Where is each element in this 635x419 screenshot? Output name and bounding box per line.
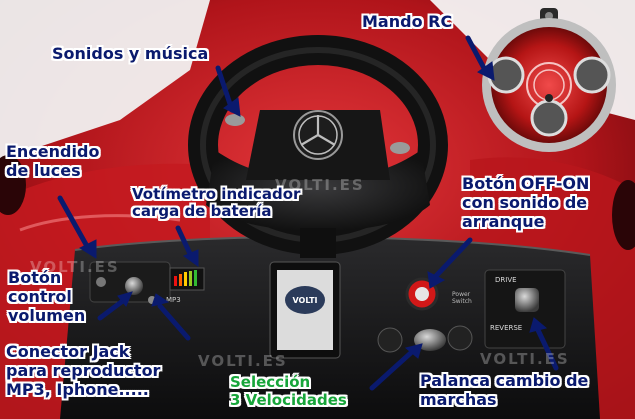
mp3-label: MP3 [166, 296, 181, 304]
label-encendido: Encendido de luces [6, 142, 100, 180]
arrowhead-mando [477, 61, 495, 81]
arrow-encendido [57, 195, 91, 251]
label-sonidos: Sonidos y música [52, 44, 209, 63]
label-boton-volumen: Botón control volumen [8, 268, 86, 325]
label-boton-off-on: Botón OFF-ON con sonido de arranque [462, 174, 590, 231]
mirror-left [0, 155, 26, 215]
remote-control [482, 8, 616, 152]
arrow-sonidos [215, 65, 235, 113]
mirror-right [612, 180, 635, 250]
arrow-volumen [97, 297, 127, 321]
label-voltimetro: Votímetro indicador carga de batería [132, 185, 301, 220]
volume-knob [125, 277, 143, 295]
volti-logo-shape [285, 286, 325, 314]
arrowhead-voltimetro [182, 249, 199, 267]
body-highlight [19, 214, 181, 232]
steering-wheel [188, 35, 448, 258]
watermark: VOLTI.ES [275, 176, 365, 194]
label-palanca: Palanca cambio de marchas [420, 371, 589, 409]
drive-label: DRIVE [495, 276, 517, 284]
arrowhead-palanca [529, 317, 548, 333]
label-seleccion: Selección 3 Velocidades [230, 373, 347, 409]
power-button-center [415, 287, 429, 301]
background-wall-left [0, 0, 210, 160]
annotation-arrows [57, 35, 559, 391]
speed-selector-left [377, 327, 403, 353]
arrow-power [433, 237, 473, 279]
arrowhead-seleccion [404, 343, 423, 359]
arrow-conector [157, 303, 191, 341]
label-mando-rc: Mando RC [362, 12, 453, 31]
light-switch [96, 277, 106, 287]
arrowhead-encendido [78, 239, 97, 259]
arrowhead-sonidos [223, 97, 241, 117]
watermark: VOLTI.ES [30, 258, 120, 276]
arrow-voltimetro [175, 225, 195, 261]
volti-logo-text: VOLTI [292, 296, 317, 305]
arrow-mando [465, 35, 489, 75]
arrowhead-volumen [117, 291, 133, 307]
arrowhead-power [427, 271, 446, 289]
watermark: VOLTI.ES [480, 350, 570, 368]
reverse-label: REVERSE [490, 324, 522, 332]
arrow-palanca [535, 327, 559, 371]
gear-lever [515, 288, 539, 312]
arrow-seleccion [369, 347, 417, 391]
speed-selector-right [447, 325, 473, 351]
arrowhead-conector [151, 293, 170, 307]
watermark: VOLTI.ES [198, 352, 288, 370]
label-conector: Conector Jack para reproductor MP3, Ipho… [6, 342, 161, 399]
battery-meter [169, 267, 205, 291]
